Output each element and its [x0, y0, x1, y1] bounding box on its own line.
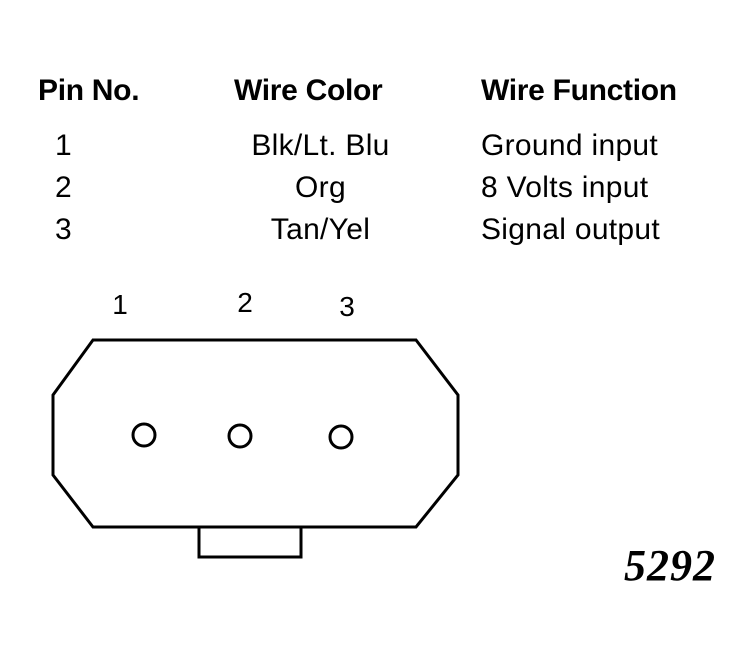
connector-body [51, 338, 460, 529]
pin-table: Pin No. Wire Color Wire Function 1 Blk/L… [0, 0, 756, 260]
row-2-color: Org [295, 171, 346, 204]
row-2-function: 8 Volts input [481, 171, 649, 204]
pin-label-2: 2 [237, 287, 253, 318]
pin-label-3: 3 [339, 291, 355, 322]
header-wire-function: Wire Function [481, 74, 677, 107]
connector-diagram: 1 2 3 [51, 287, 460, 559]
row-1-color: Blk/Lt. Blu [251, 129, 390, 162]
row-3-function: Signal output [481, 213, 661, 246]
row-1-function: Ground input [481, 129, 659, 162]
row-1-pin: 1 [55, 129, 72, 162]
pin-label-1: 1 [112, 289, 128, 320]
row-3-pin: 3 [55, 213, 72, 246]
row-2-pin: 2 [55, 171, 72, 204]
figure-number: 5292 [624, 541, 716, 590]
pin-hole-1 [131, 422, 157, 448]
pin-hole-3 [328, 424, 354, 450]
header-wire-color: Wire Color [234, 74, 383, 107]
row-3-color: Tan/Yel [270, 213, 371, 246]
connector-locking-tab [197, 527, 303, 559]
pin-hole-2 [227, 423, 253, 449]
header-pin-no: Pin No. [38, 74, 140, 107]
